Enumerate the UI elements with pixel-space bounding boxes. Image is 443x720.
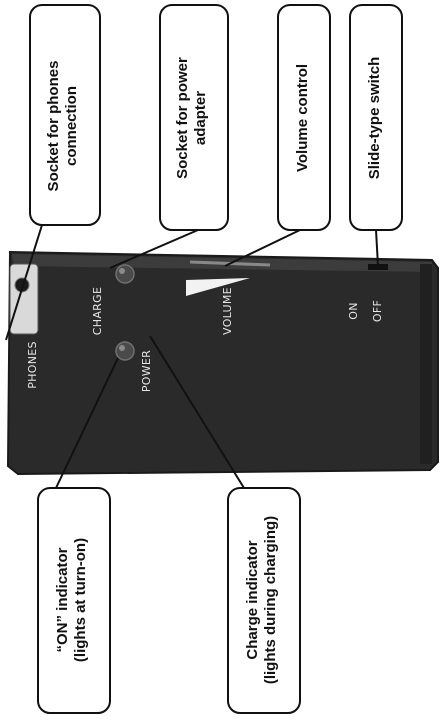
leader-volume-control <box>224 229 301 267</box>
charge-led <box>115 264 135 284</box>
callout-on-indicator: “ON” indicator (lights at turn-on) <box>54 490 94 710</box>
callout-charge-indicator-line2: (lights during charging) <box>262 515 279 685</box>
power-led-highlight <box>119 345 125 351</box>
callout-volume-control-line1: Volume control <box>294 63 311 173</box>
callout-power-socket: Socket for power adapter <box>174 10 214 226</box>
callout-power-socket-line2: adapter <box>192 90 209 146</box>
callout-phones-socket-line1: Socket for phones <box>45 60 62 192</box>
callout-charge-indicator-line1: Charge indicator <box>244 540 261 660</box>
callout-slide-switch: Slide-type switch <box>366 13 386 223</box>
callout-box-power-socket <box>159 4 229 231</box>
label-volume: VOLUME <box>221 287 234 335</box>
device <box>6 250 439 476</box>
label-power: POWER <box>140 349 153 393</box>
callout-phones-socket: Socket for phones connection <box>45 16 85 236</box>
slide-switch <box>368 264 388 270</box>
callout-power-socket-line1: Socket for power <box>174 57 191 179</box>
label-off: OFF <box>371 299 384 323</box>
callout-on-indicator-line1: “ON” indicator <box>54 547 71 653</box>
label-on: ON <box>347 302 360 320</box>
charge-led-highlight <box>119 268 125 274</box>
device-right-edge <box>420 264 432 464</box>
callout-volume-control: Volume control <box>294 13 314 223</box>
callout-phones-socket-line2: connection <box>63 86 80 167</box>
leader-on-indicator <box>55 357 119 489</box>
callout-box-volume-control <box>277 4 331 231</box>
power-led <box>115 341 135 361</box>
callout-charge-indicator: Charge indicator (lights during charging… <box>244 490 284 710</box>
callout-slide-switch-line1: Slide-type switch <box>366 56 383 180</box>
callout-box-charge-indicator <box>227 487 301 714</box>
leader-charge-indicator <box>149 335 245 489</box>
leader-power-socket <box>109 229 199 269</box>
phones-socket-block <box>9 263 39 335</box>
label-phones: PHONES <box>26 341 39 389</box>
leader-slide-switch <box>375 229 379 267</box>
callout-on-indicator-line2: (lights at turn-on) <box>72 537 89 663</box>
label-charge: CHARGE <box>91 286 104 336</box>
leader-phones-socket <box>5 224 43 341</box>
callout-box-on-indicator <box>37 487 111 714</box>
volume-wedge <box>186 278 250 296</box>
callout-box-phones-socket <box>29 4 101 226</box>
device-body <box>6 250 439 476</box>
